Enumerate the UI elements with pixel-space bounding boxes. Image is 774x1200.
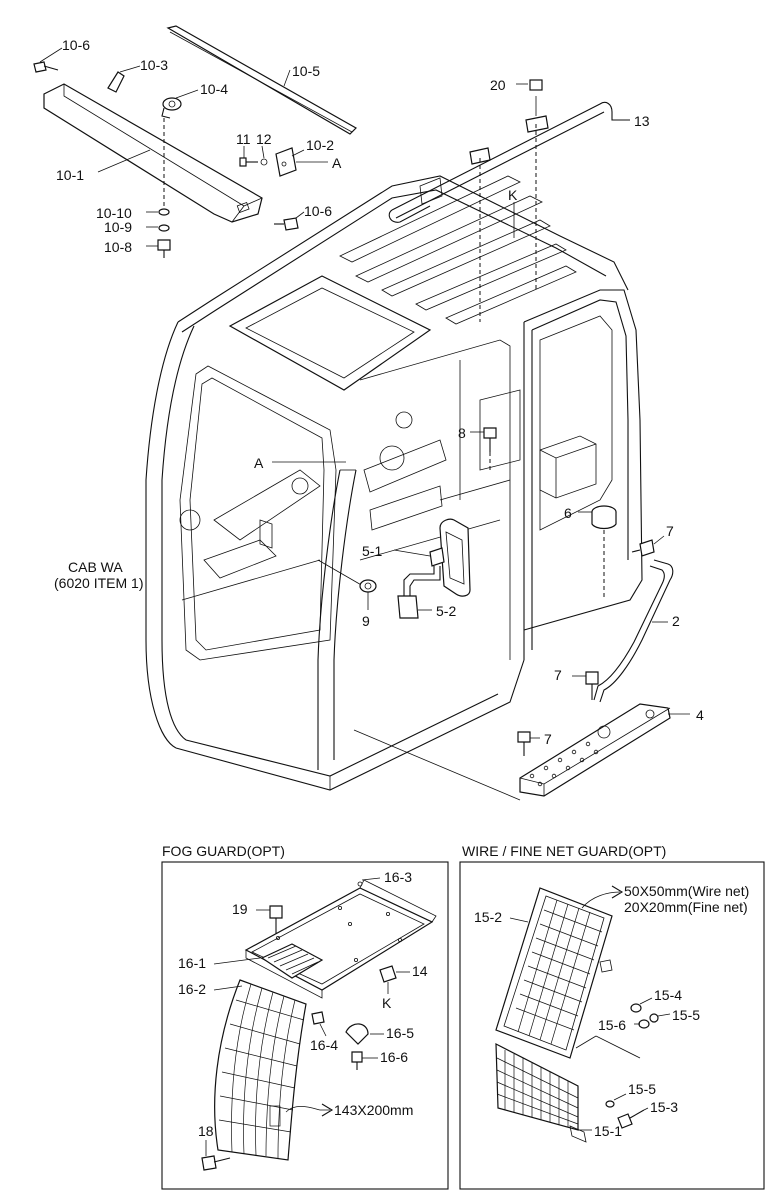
label-6: 6 xyxy=(564,505,572,521)
label-7-upper: 7 xyxy=(666,523,674,539)
label-7-lower: 7 xyxy=(544,731,552,747)
rain-visor-assembly xyxy=(33,47,328,258)
label-15-2: 15-2 xyxy=(474,909,502,925)
wire-guard-drawing xyxy=(495,885,671,1143)
label-15-5-lower: 15-5 xyxy=(628,1081,656,1097)
label-14: 14 xyxy=(412,963,428,979)
label-8: 8 xyxy=(458,425,466,441)
label-10-6-right: 10-6 xyxy=(304,203,332,219)
label-16-3: 16-3 xyxy=(384,869,412,885)
label-k-cab: K xyxy=(508,187,518,203)
fog-guard-drawing xyxy=(201,877,437,1171)
label-18: 18 xyxy=(198,1123,214,1139)
label-10-6-top: 10-6 xyxy=(62,37,90,53)
fog-guard-panel xyxy=(161,861,449,1190)
label-10-9: 10-9 xyxy=(104,219,132,235)
label-20: 20 xyxy=(490,77,506,93)
label-10-2: 10-2 xyxy=(306,137,334,153)
label-10-3: 10-3 xyxy=(140,57,168,73)
cap-6 xyxy=(578,505,617,600)
label-k-fog: K xyxy=(382,995,392,1011)
label-11: 11 xyxy=(236,131,251,147)
label-15-6: 15-6 xyxy=(598,1017,626,1033)
label-15-1: 15-1 xyxy=(594,1123,622,1139)
label-10-1: 10-1 xyxy=(56,167,84,183)
label-2: 2 xyxy=(672,613,680,629)
mirror-assembly xyxy=(359,518,471,619)
label-10-5: 10-5 xyxy=(292,63,320,79)
label-15-3: 15-3 xyxy=(650,1099,678,1115)
wiper-strip-10-5 xyxy=(166,25,357,135)
label-size-143x200: 143X200mm xyxy=(334,1102,413,1118)
label-a-cab: A xyxy=(254,455,264,471)
label-13: 13 xyxy=(634,113,650,129)
note-wire-net: 50X50mm(Wire net) xyxy=(624,883,749,899)
label-16-6: 16-6 xyxy=(380,1049,408,1065)
label-16-4: 16-4 xyxy=(310,1037,338,1053)
label-5-1: 5-1 xyxy=(362,543,382,559)
label-5-2: 5-2 xyxy=(436,603,456,619)
label-19: 19 xyxy=(232,901,248,917)
grab-bar-and-step xyxy=(517,535,690,797)
wire-guard-labels: WIRE / FINE NET GUARD(OPT) 15-2 50X50mm(… xyxy=(462,843,749,1139)
label-10-10: 10-10 xyxy=(96,205,132,221)
label-12: 12 xyxy=(256,131,272,147)
label-15-5-upper: 15-5 xyxy=(672,1007,700,1023)
label-16-5: 16-5 xyxy=(386,1025,414,1041)
label-16-2: 16-2 xyxy=(178,981,206,997)
label-10-4: 10-4 xyxy=(200,81,228,97)
label-4: 4 xyxy=(696,707,704,723)
label-15-4: 15-4 xyxy=(654,987,682,1003)
label-cab-wa: CAB WA xyxy=(68,559,123,575)
label-10-8: 10-8 xyxy=(104,239,132,255)
callout-labels: 10-6 10-3 10-5 10-4 11 12 10-2 A 10-1 10… xyxy=(54,37,704,747)
wire-guard-title: WIRE / FINE NET GUARD(OPT) xyxy=(462,843,666,859)
fog-guard-title: FOG GUARD(OPT) xyxy=(162,843,285,859)
label-16-1: 16-1 xyxy=(178,955,206,971)
label-a-top: A xyxy=(332,155,342,171)
label-7-middle: 7 xyxy=(554,667,562,683)
label-9: 9 xyxy=(362,613,370,629)
label-cab-item: (6020 ITEM 1) xyxy=(54,575,143,591)
handrail-assembly xyxy=(388,79,630,322)
bolt-8 xyxy=(470,427,497,470)
fog-guard-labels: FOG GUARD(OPT) 16-3 19 16-1 16-2 14 K 16… xyxy=(162,843,428,1139)
wire-guard-panel xyxy=(459,861,765,1190)
cab-frame xyxy=(145,175,643,801)
note-fine-net: 20X20mm(Fine net) xyxy=(624,899,748,915)
